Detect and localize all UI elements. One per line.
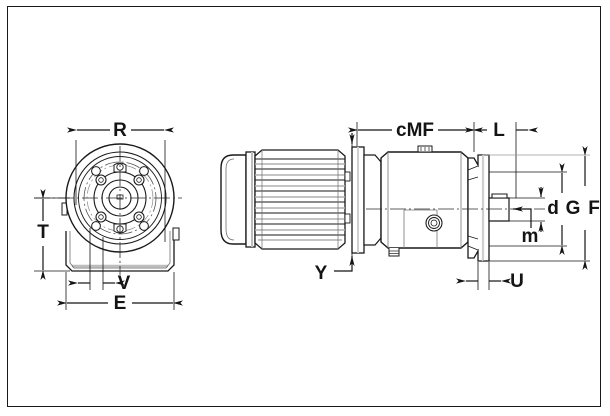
dimension-F: F [483,146,600,270]
dimension-G: G [489,163,581,255]
side-view-group: cMF L Y [220,120,600,292]
dimension-label-G: G [566,198,581,219]
side-view-output-shaft [488,193,510,222]
dimension-label-R: R [113,120,127,141]
gearbox-breather-plug [417,145,433,153]
dimension-label-Y: Y [315,263,328,284]
dimension-label-d: d [547,198,559,219]
dimension-label-T: T [37,222,49,243]
front-view-group: R T V [34,120,183,314]
dimension-R: R [67,120,174,242]
dimension-U: U [456,262,524,292]
gearbox-drain-boss [388,248,400,257]
side-view-output-flange [467,154,490,262]
side-view-adapter [363,154,382,246]
dimension-V: V [68,228,131,294]
dimension-m: m [513,206,539,247]
gearbox-oil-port [425,214,443,232]
side-view-motor-collar [245,151,256,248]
motor-cooling-fins [255,158,345,241]
dimension-d: d [509,187,559,232]
dimension-label-cMF: cMF [396,120,434,141]
side-view-gearbox-housing [380,151,469,249]
side-view-terminal-tab [344,171,351,224]
dimension-T: T [34,189,70,280]
dimension-Y: Y [315,253,355,284]
dimension-label-V: V [118,273,131,294]
dimension-L: L [465,120,538,198]
side-view-motor-body [254,149,346,250]
dimension-label-F: F [588,198,600,219]
dimension-label-E: E [114,293,127,314]
side-view-fan-cowl [220,154,247,245]
front-view-outer-bolt-holes [91,166,149,231]
dimension-E: E [57,272,183,314]
side-view-motor-flange [351,146,365,254]
dimension-label-U: U [510,271,524,292]
drawing-frame-border [7,6,601,407]
front-view-inner-bolt-holes [95,174,145,223]
dimension-label-L: L [493,120,505,141]
dimension-label-m: m [522,226,539,247]
dimension-cMF: cMF [348,120,483,152]
